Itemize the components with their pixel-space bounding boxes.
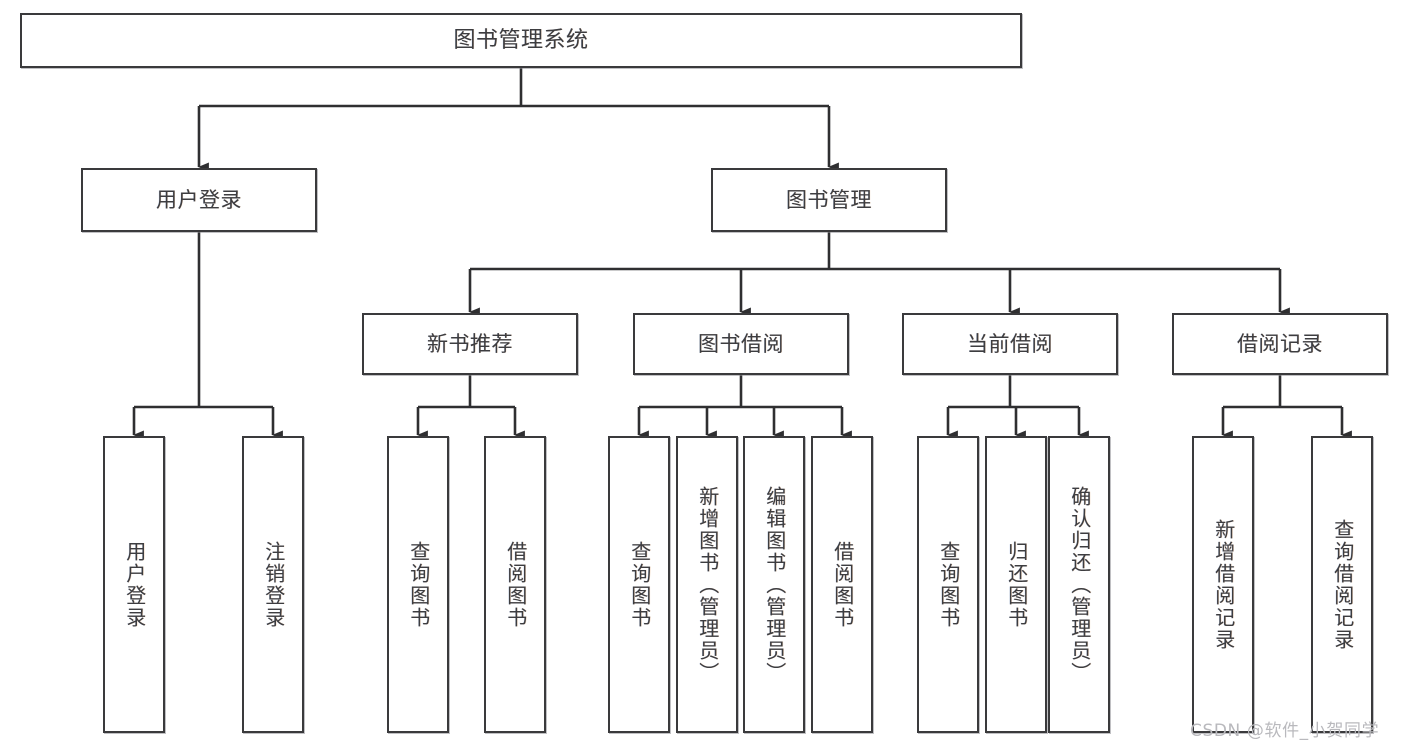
node-label: 图书借阅 (698, 331, 784, 356)
node-book-borrow[interactable]: 图书借阅 (633, 313, 849, 375)
node-label: 借阅记录 (1237, 331, 1323, 356)
node-leaf-query-record[interactable]: 查询借阅记录 (1311, 436, 1373, 733)
node-leaf-borrow-book-2[interactable]: 借阅图书 (811, 436, 873, 733)
node-user-login[interactable]: 用户登录 (81, 168, 317, 232)
node-leaf-user-login[interactable]: 用户登录 (103, 436, 165, 733)
node-new-book-rec[interactable]: 新书推荐 (362, 313, 578, 375)
node-leaf-query-book-3[interactable]: 查询图书 (917, 436, 979, 733)
node-borrow-record[interactable]: 借阅记录 (1172, 313, 1388, 375)
node-label: 查询图书 (406, 540, 431, 629)
node-leaf-add-record[interactable]: 新增借阅记录 (1192, 436, 1254, 733)
node-label: 借阅图书 (830, 540, 855, 629)
node-label: 图书管理 (786, 187, 872, 212)
node-label: 新增图书（管理员） (695, 485, 720, 684)
node-label: 借阅图书 (503, 540, 528, 629)
node-label: 查询借阅记录 (1330, 518, 1355, 651)
node-leaf-edit-book[interactable]: 编辑图书（管理员） (743, 436, 805, 733)
node-root-root[interactable]: 图书管理系统 (20, 13, 1022, 68)
node-label: 当前借阅 (967, 331, 1053, 356)
node-current-borrow[interactable]: 当前借阅 (902, 313, 1118, 375)
node-label: 新书推荐 (427, 331, 513, 356)
node-label: 用户登录 (122, 540, 147, 629)
node-label: 用户登录 (156, 187, 242, 212)
node-label: 查询图书 (936, 540, 961, 629)
node-leaf-return-book[interactable]: 归还图书 (985, 436, 1047, 733)
csdn-watermark: CSDN @软件_小贺同学 (1190, 721, 1380, 741)
node-label: 新增借阅记录 (1211, 518, 1236, 651)
node-label: 编辑图书（管理员） (762, 485, 787, 684)
node-label: 确认归还（管理员） (1067, 485, 1092, 684)
node-leaf-borrow-book-1[interactable]: 借阅图书 (484, 436, 546, 733)
node-leaf-confirm-return[interactable]: 确认归还（管理员） (1048, 436, 1110, 733)
node-label: 注销登录 (261, 540, 286, 629)
node-leaf-query-book-2[interactable]: 查询图书 (608, 436, 670, 733)
node-leaf-logout[interactable]: 注销登录 (242, 436, 304, 733)
node-label: 图书管理系统 (453, 27, 589, 53)
node-label: 查询图书 (627, 540, 652, 629)
node-book-manage[interactable]: 图书管理 (711, 168, 947, 232)
node-leaf-add-book[interactable]: 新增图书（管理员） (676, 436, 738, 733)
node-label: 归还图书 (1004, 540, 1029, 629)
node-leaf-query-book-1[interactable]: 查询图书 (387, 436, 449, 733)
